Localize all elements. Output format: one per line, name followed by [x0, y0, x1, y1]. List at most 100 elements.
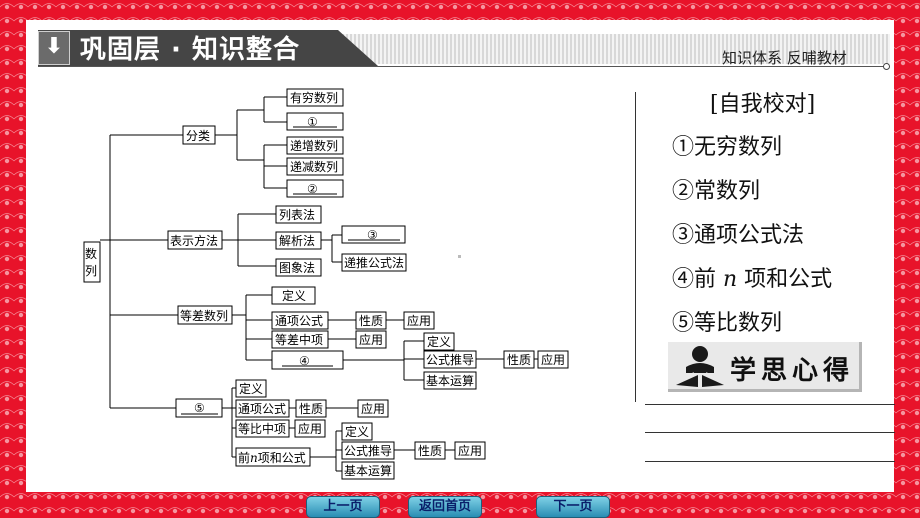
recursive-method-box: [341, 253, 407, 272]
reflection-badge: 学思心得: [668, 342, 862, 392]
arith-basic-operation-box: [423, 371, 477, 390]
next-page-button[interactable]: 下一页: [536, 496, 610, 518]
geo-mean: 等比中项: [238, 421, 286, 436]
geo-general-term: 通项公式: [238, 402, 286, 416]
classify-item-increasing: 递增数列: [290, 138, 338, 153]
answer-4: ④前 n 项和公式: [672, 261, 832, 293]
decreasing-seq-box: [286, 157, 344, 176]
root-node-label-2: 列: [85, 264, 97, 278]
classify-node-box: [182, 125, 216, 145]
list-method: 列表法: [279, 208, 315, 222]
home-button[interactable]: 返回首页: [408, 496, 482, 518]
section-subtitle: 知识体系 反哺教材: [722, 49, 847, 67]
arith-mean: 等差中项: [275, 332, 323, 347]
graph-method-box: [275, 258, 322, 277]
geo-mean-box: [235, 419, 290, 438]
self-check-title: [自我校对]: [710, 92, 816, 117]
geo-definition: 定义: [239, 381, 263, 396]
arith-derivation-box: [423, 350, 477, 369]
header-divider: [38, 66, 888, 67]
blank-2: ②: [307, 182, 318, 196]
arith-mean-application-box: [355, 330, 387, 349]
answer-3: ③通项公式法: [672, 223, 805, 248]
geo-derivation-box: [341, 441, 395, 460]
badge-text: 学思心得: [730, 356, 855, 386]
representation-node-box: [167, 230, 223, 250]
geo-sum-prefix: 前: [238, 450, 250, 465]
arith-sum-property: 性质: [507, 353, 531, 367]
finite-seq-box: [286, 88, 344, 107]
list-method-box: [275, 205, 322, 224]
geo-mean-application: 应用: [298, 421, 322, 436]
geo-sum-definition: 定义: [345, 424, 369, 439]
geo-mean-application-box: [294, 419, 326, 438]
answer-1: ①无穷数列: [672, 135, 783, 160]
arith-sum-application-box: [537, 350, 569, 369]
answer-2: ②常数列: [672, 179, 761, 204]
arith-property-box: [355, 311, 387, 330]
writing-line-3: [645, 461, 895, 462]
blank-3: ③: [367, 228, 378, 242]
writing-line-2: [645, 432, 895, 433]
geo-basic-operation-box: [341, 461, 395, 480]
geo-property: 性质: [299, 402, 323, 416]
analytic-method: 解析法: [279, 234, 315, 248]
analytic-method-box: [275, 231, 322, 250]
geo-sum-formula-box: [235, 447, 311, 467]
geo-general-term-box: [235, 399, 290, 418]
representation-node: 表示方法: [170, 233, 218, 248]
arith-sum-property-box: [503, 350, 535, 369]
arithmetic-node: 等差数列: [180, 308, 228, 323]
geo-sum-property-box: [414, 441, 446, 460]
geo-sum-var: n: [250, 451, 258, 465]
tree-connectors: [100, 96, 538, 472]
geo-sum-application-box: [454, 441, 486, 460]
arith-formula-derivation: 公式推导: [426, 353, 474, 367]
stray-dot: [458, 255, 461, 258]
arith-application: 应用: [407, 313, 431, 328]
arith-application-box: [403, 311, 435, 330]
blank-3-box: [341, 225, 406, 244]
geo-sum-formula: 前n项和公式: [238, 450, 306, 465]
answer-4-var: n: [723, 267, 738, 292]
geo-formula-derivation: 公式推导: [344, 444, 392, 458]
geo-application: 应用: [361, 401, 385, 416]
section-title: 巩固层 · 知识整合: [80, 35, 300, 65]
arith-property: 性质: [359, 314, 383, 328]
blank-5: ⑤: [194, 401, 205, 415]
header-title-band: [38, 30, 378, 66]
arith-general-term-box: [271, 311, 329, 330]
prev-page-button[interactable]: 上一页: [306, 496, 380, 518]
geo-property-box: [295, 399, 327, 418]
increasing-seq-box: [286, 136, 344, 155]
header-dot-icon: [883, 63, 890, 70]
arith-sum-definition: 定义: [427, 334, 451, 349]
classify-item-decreasing: 递减数列: [290, 159, 338, 174]
arithmetic-node-box: [177, 305, 233, 325]
writing-line-1: [645, 404, 895, 405]
arith-definition-box: [271, 286, 316, 305]
arith-general-term: 通项公式: [275, 314, 323, 328]
classify-item-finite: 有穷数列: [290, 90, 338, 105]
blank-4: ④: [299, 354, 310, 368]
answer-4-suffix: 项和公式: [737, 267, 833, 292]
geo-definition-box: [235, 379, 267, 398]
geo-application-box: [357, 399, 389, 418]
blank-5-box: [175, 398, 223, 418]
geo-sum-property: 性质: [418, 444, 442, 458]
answer-4-prefix: ④前: [672, 267, 723, 292]
blank-4-box: [271, 350, 344, 370]
blank-2-box: [286, 179, 344, 198]
geo-sum-suffix: 项和公式: [258, 451, 306, 465]
root-node-label-1: 数: [85, 246, 97, 261]
arith-definition: 定义: [282, 288, 306, 303]
graph-method: 图象法: [279, 261, 315, 275]
arith-basic-operation: 基本运算: [426, 373, 474, 388]
geo-basic-operation: 基本运算: [344, 463, 392, 478]
arith-sum-application: 应用: [541, 352, 565, 367]
classify-node: 分类: [186, 129, 210, 143]
panel-divider: [635, 92, 636, 402]
recursive-method: 递推公式法: [344, 256, 404, 270]
down-arrow-icon[interactable]: ⬇: [38, 31, 70, 65]
